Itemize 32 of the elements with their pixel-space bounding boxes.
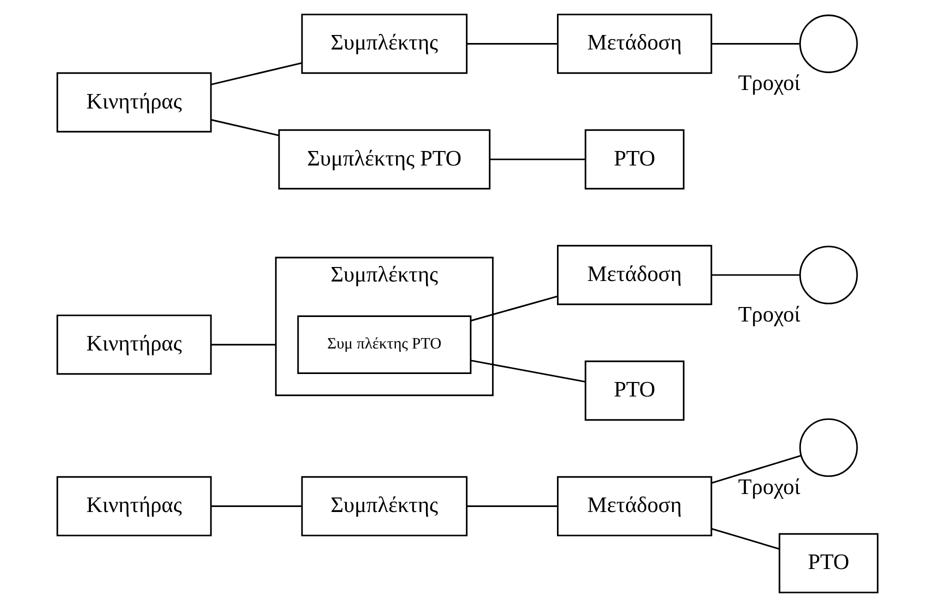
node-box: Συμπλέκτης PTO (278, 129, 490, 190)
connector (711, 274, 800, 276)
node-label: Τροχοί (738, 301, 800, 326)
node-box: Μετάδοση (556, 14, 712, 74)
node-box: Κινητήρας (56, 72, 212, 132)
connector (711, 42, 800, 45)
node-label: Τροχοί (738, 70, 800, 96)
node-label: Τροχοί (738, 474, 800, 499)
node-box: Μετάδοση (556, 476, 712, 536)
connector (210, 62, 302, 86)
connector (210, 344, 276, 346)
node-box: Συμπλέκτης (300, 476, 467, 536)
node-box: Μετάδοση (556, 244, 712, 306)
connector (466, 505, 557, 507)
node-circle (798, 14, 858, 74)
connector (490, 158, 584, 160)
node-circle (798, 246, 858, 304)
connector (710, 454, 801, 484)
connector (466, 42, 557, 45)
node-box: Κινητήρας (56, 314, 212, 375)
connector (210, 119, 278, 136)
connector (710, 528, 779, 550)
node-box: PTO (778, 533, 878, 594)
node-box: PTO (584, 360, 684, 421)
node-circle (798, 418, 858, 477)
connector (210, 505, 302, 507)
connector (470, 295, 558, 322)
node-box: PTO (584, 129, 684, 190)
node-box: Συμ πλέκτης PTO (296, 315, 471, 374)
connector (470, 360, 585, 382)
node-box: Κινητήρας (56, 476, 212, 536)
node-box: Συμπλέκτης (300, 14, 467, 74)
